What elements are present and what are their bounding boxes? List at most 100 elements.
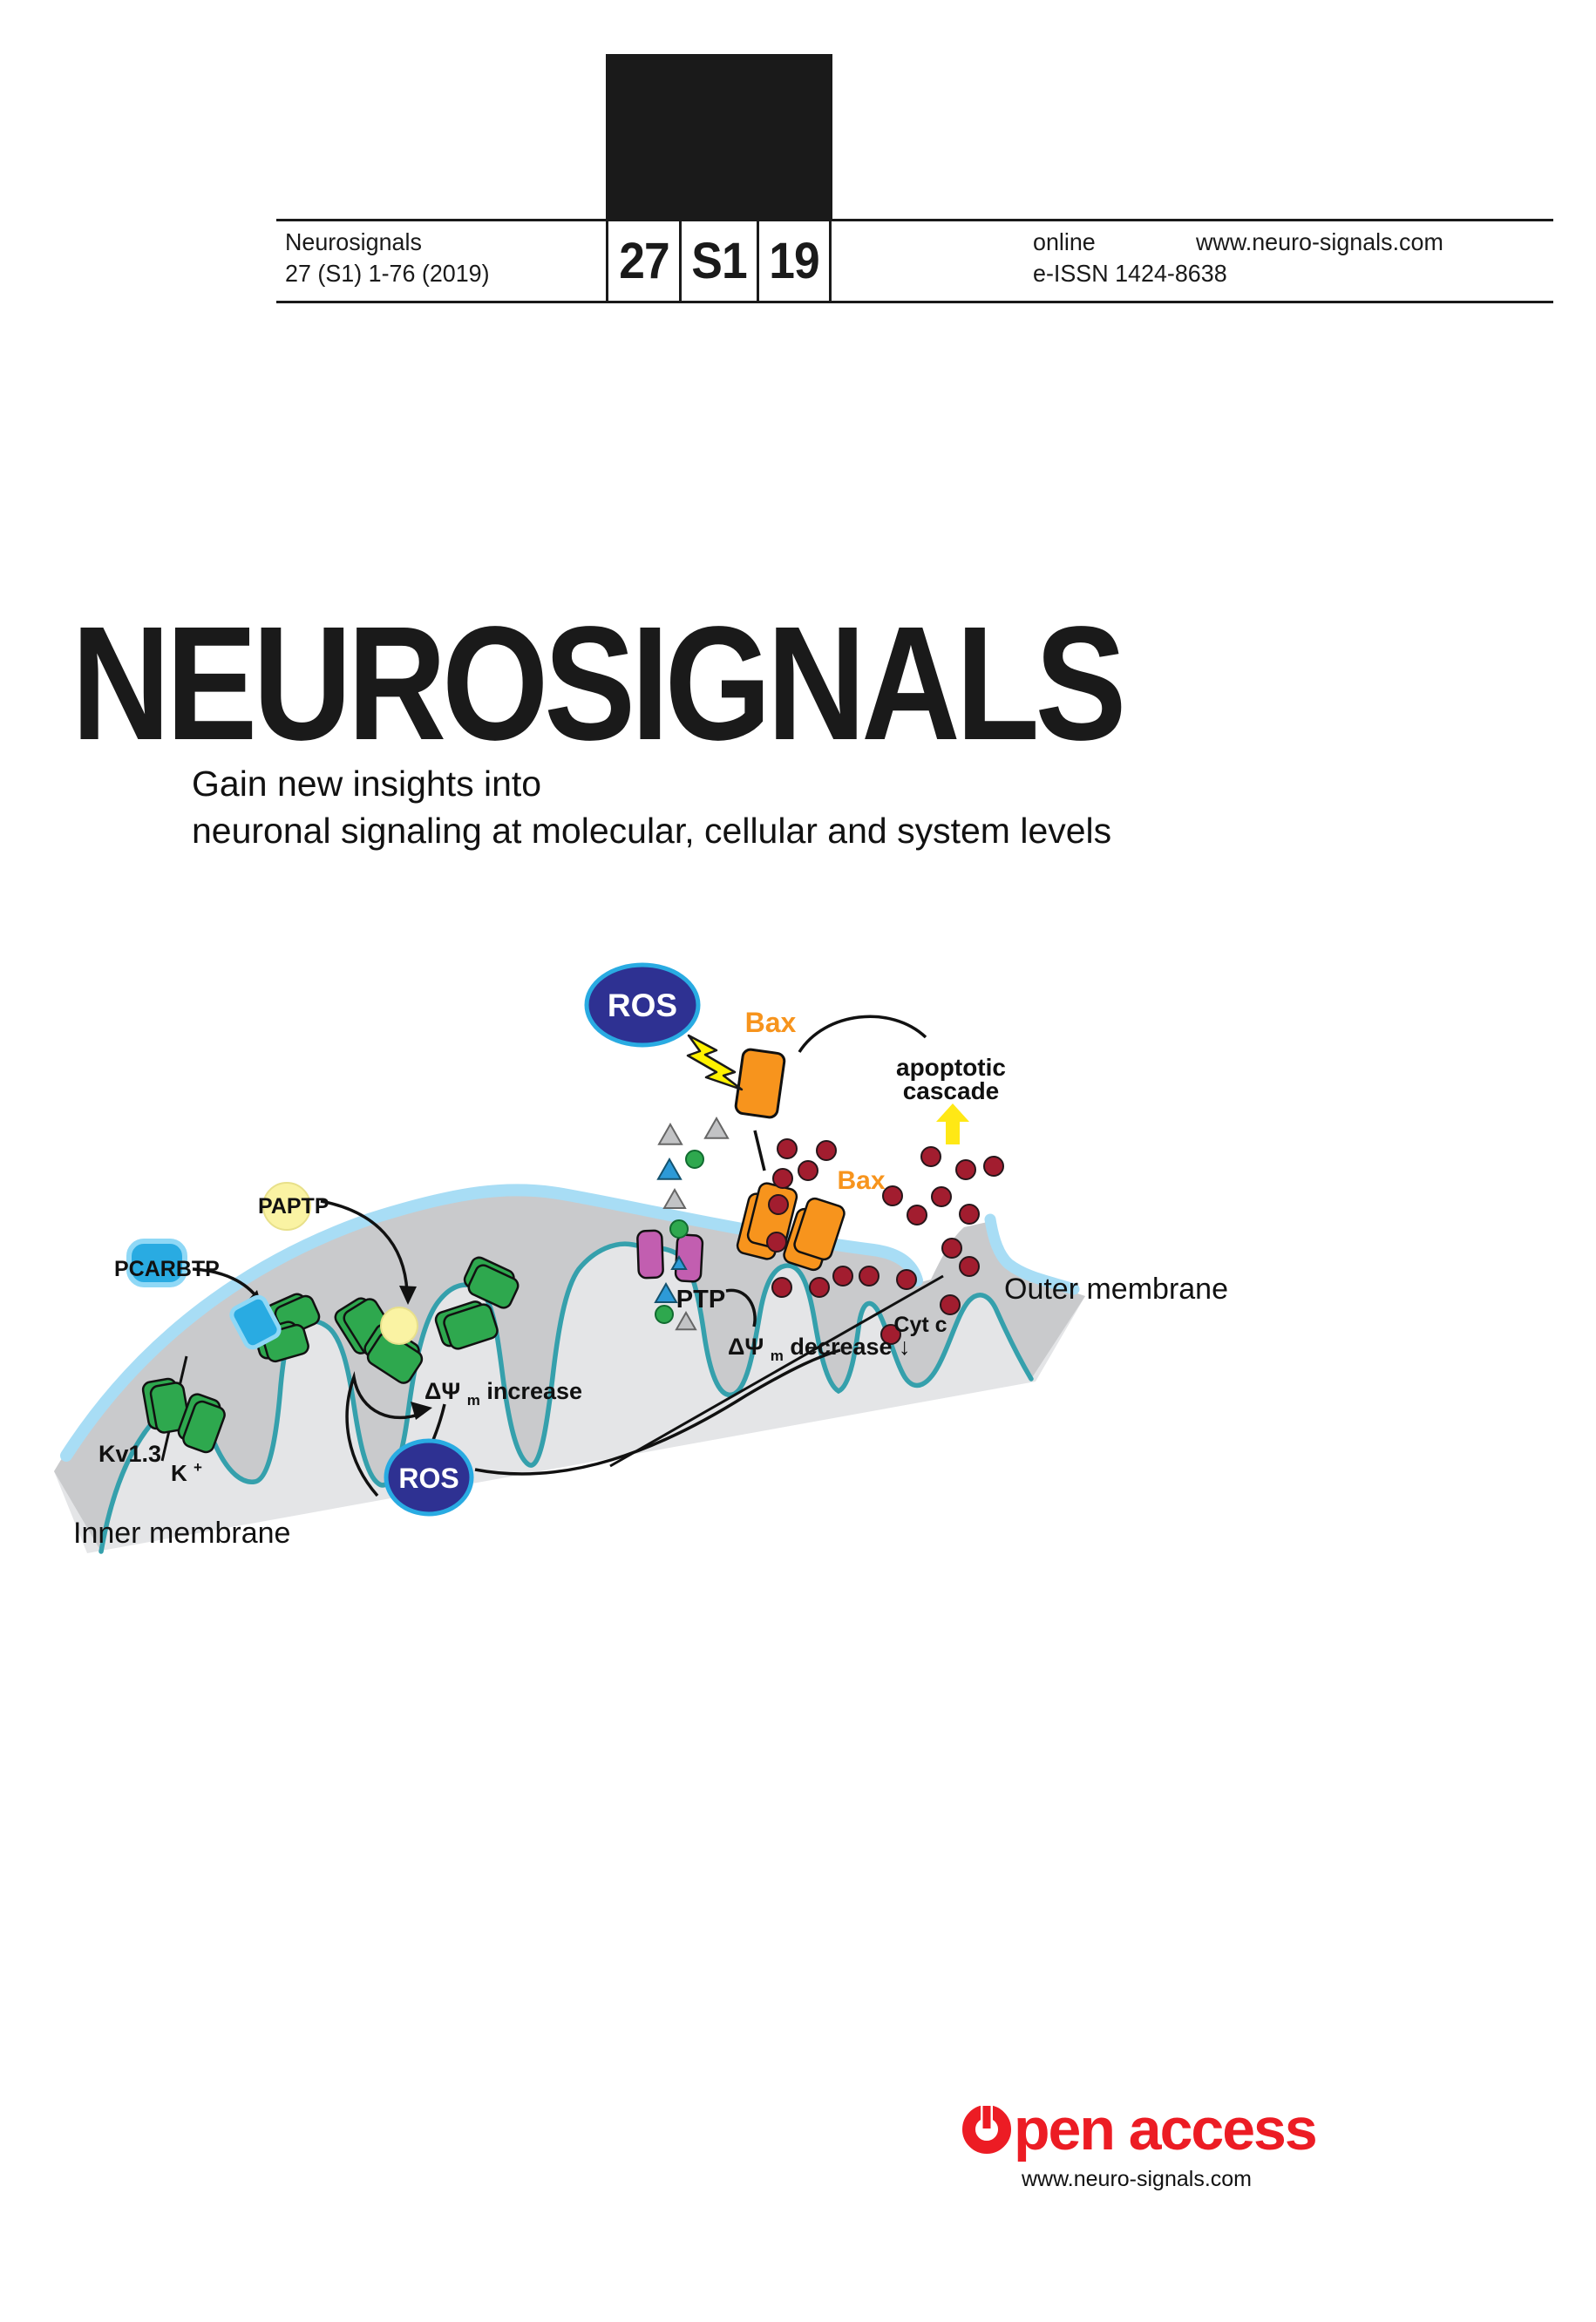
pcarbtp-bound-molecule (229, 1294, 282, 1350)
green-circle-molecule (655, 1305, 674, 1324)
cyt-c-dot (959, 1256, 980, 1277)
paptp-sphere (262, 1182, 311, 1231)
tagline-line-1: Gain new insights into (192, 764, 542, 804)
cover-title: NEUROSIGNALS (71, 594, 1126, 774)
cover-black-box (606, 54, 832, 219)
open-access-logo: pen access (962, 2095, 1318, 2163)
cyt-c-dot (772, 1168, 793, 1189)
k-ion-label: K + (171, 1459, 202, 1486)
increase-arrowhead-icon (411, 1402, 432, 1420)
kv13-channel-subunit (149, 1382, 191, 1434)
cyt-c-dot (959, 1204, 980, 1225)
ros-bubble-top (584, 962, 701, 1048)
ros-top-label: ROS (608, 988, 677, 1023)
cyt-c-dot (798, 1160, 818, 1181)
volume-box-divider (757, 219, 759, 303)
bax-membrane-protein (793, 1197, 846, 1261)
volume-box-divider (829, 219, 832, 303)
connector-lines (160, 1015, 944, 1497)
availability-label: online (1033, 228, 1096, 255)
green-circle-molecule (685, 1150, 704, 1169)
cyt-c-dot (955, 1159, 976, 1180)
kv13-channel-subunit (467, 1264, 520, 1309)
bax-to-cascade-arc (798, 1015, 927, 1053)
header-top-rule (276, 219, 1553, 221)
gray-triangle-molecule (675, 1310, 697, 1331)
cyt-c-dot (931, 1186, 952, 1207)
cytochrome-c-dots (766, 1138, 1004, 1345)
volume-box-divider (606, 219, 608, 303)
volume-number: 27 (619, 233, 669, 289)
mitochondria-signaling-diagram: ROS ROS Bax Bax apoptotic cascade PAPTP … (54, 962, 1228, 1554)
ros-bubble-bottom (384, 1438, 474, 1517)
open-access-o-icon (962, 2105, 1011, 2154)
blue-triangle-molecule (670, 1254, 688, 1270)
bax-top-label: Bax (745, 1007, 797, 1038)
cyt-c-dot (880, 1324, 901, 1345)
journal-name: Neurosignals (285, 228, 422, 255)
delta-psi-decrease-label: ΔΨ m decrease ↓ (728, 1334, 911, 1366)
cyt-c-dot (766, 1232, 787, 1253)
small-molecules (654, 1116, 730, 1331)
eissn-label: e-ISSN 1424-8638 (1033, 260, 1227, 287)
apoptotic-up-arrow-icon (936, 1103, 969, 1144)
cover-tagline: Gain new insights into neuronal signalin… (192, 760, 1111, 854)
cyt-c-dot (809, 1277, 830, 1298)
cyt-c-dot (832, 1266, 853, 1287)
inner-membrane-label: Inner membrane (73, 1517, 290, 1550)
cyt-c-dot (941, 1238, 962, 1259)
footer-website-link[interactable]: www.neuro-signals.com (962, 2167, 1252, 2192)
issue-info: 27 (S1) 1-76 (2019) (285, 260, 490, 287)
cyt-c-dot (859, 1266, 879, 1287)
bax-membrane-label: Bax (837, 1166, 885, 1195)
availability-block: online e-ISSN 1424-8638 (1033, 227, 1227, 289)
cyt-c-dot (940, 1294, 961, 1315)
ros-to-ptp-curve (474, 1348, 841, 1476)
paptp-arrow-curve (320, 1199, 409, 1293)
outer-membrane-label: Outer membrane (1004, 1273, 1228, 1306)
kv13-channel-subunit (443, 1303, 499, 1350)
cyt-c-dot (816, 1140, 837, 1161)
cyt-c-label: Cyt c (893, 1313, 947, 1337)
delta-psi-increase-label: ΔΨ m increase (424, 1378, 582, 1410)
membrane-proteins (126, 1048, 846, 1454)
year-number: 19 (769, 233, 819, 289)
ptp-channel-subunit (636, 1229, 664, 1280)
kv13-label: Kv1.3 (98, 1441, 161, 1467)
cyt-c-dot (882, 1185, 903, 1206)
header-bottom-rule (276, 301, 1553, 303)
gray-triangle-molecule (662, 1187, 687, 1209)
green-circle-molecule (669, 1219, 689, 1239)
ptp-label: PTP (676, 1286, 725, 1314)
header-website-link[interactable]: www.neuro-signals.com (1196, 227, 1443, 258)
bax-free-protein (734, 1048, 786, 1119)
footer-website-url[interactable]: www.neuro-signals.com (1022, 2167, 1252, 2191)
apoptotic-label-line1: apoptotic (896, 1054, 1006, 1081)
paptp-arrowhead-icon (399, 1286, 417, 1305)
outer-membrane-band-right (984, 1213, 1080, 1295)
cyt-c-dot (983, 1156, 1004, 1177)
open-access-logo-text: pen access (1014, 2096, 1318, 2162)
ros-to-increase-curve (345, 1371, 424, 1497)
supplement-number: S1 (691, 233, 747, 289)
apoptotic-label-line2: cascade (903, 1077, 1000, 1104)
cyt-c-dot (907, 1205, 927, 1226)
outer-membrane-band-left (60, 1184, 923, 1462)
cyt-c-dot (896, 1269, 917, 1290)
header-website-url[interactable]: www.neuro-signals.com (1196, 228, 1443, 255)
journal-citation-block: Neurosignals 27 (S1) 1-76 (2019) (285, 227, 490, 289)
cyt-c-dot (768, 1194, 789, 1215)
ros-bottom-label: ROS (398, 1463, 458, 1494)
tagline-line-2: neuronal signaling at molecular, cellula… (192, 811, 1112, 851)
kv13-channel-subunit (182, 1400, 226, 1454)
paptp-sphere (380, 1307, 418, 1345)
blue-triangle-molecule (656, 1157, 683, 1180)
lightning-bolt-icon (686, 1034, 744, 1091)
pcarbtp-label: PCARBTP (114, 1257, 220, 1281)
pcarbtp-molecule (126, 1239, 187, 1287)
ros-tick-line (431, 1403, 446, 1441)
cyt-c-dot (777, 1138, 798, 1159)
blue-triangle-molecule (654, 1281, 678, 1303)
bax-connector-line (753, 1130, 766, 1171)
